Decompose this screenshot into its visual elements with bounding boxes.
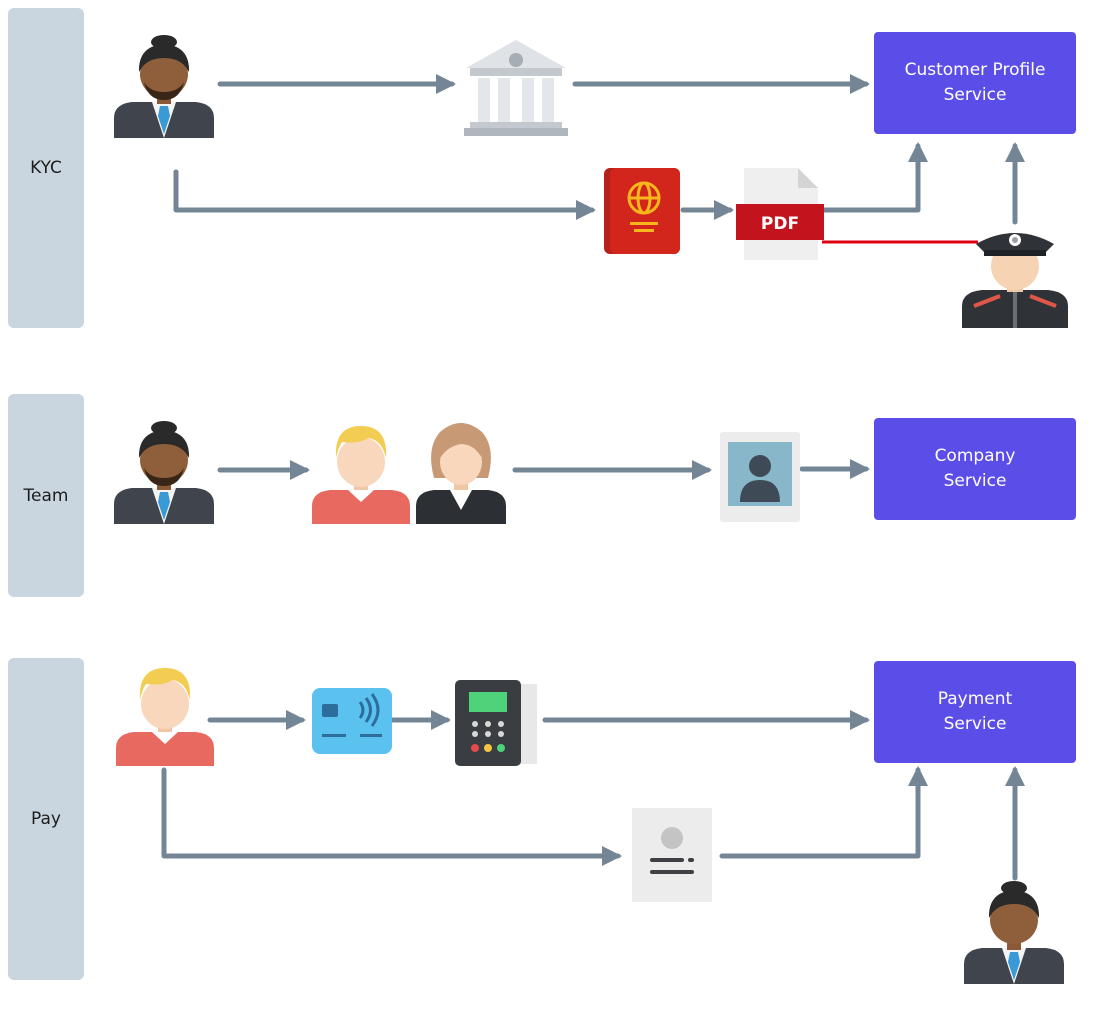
employee-man-icon bbox=[312, 426, 410, 524]
customer-icon bbox=[116, 668, 214, 766]
payment-terminal-icon bbox=[455, 680, 537, 766]
lane-label: Team bbox=[23, 485, 69, 506]
employee-woman-icon bbox=[416, 423, 506, 524]
lane-team: Team bbox=[8, 394, 84, 597]
business-owner-icon bbox=[114, 421, 214, 524]
payment-service[interactable]: Payment Service bbox=[874, 661, 1076, 763]
business-owner-icon bbox=[114, 35, 214, 138]
compliance-officer-icon bbox=[962, 233, 1068, 328]
lane-pay: Pay bbox=[8, 658, 84, 980]
lane-label: KYC bbox=[30, 158, 62, 178]
service-title: Customer Profile bbox=[904, 60, 1046, 80]
service-title: Company bbox=[934, 446, 1016, 466]
agent-icon bbox=[964, 881, 1064, 984]
customer-profile-service[interactable]: Customer Profile Service bbox=[874, 32, 1076, 134]
service-subtitle: Service bbox=[943, 471, 1007, 491]
service-subtitle: Service bbox=[943, 85, 1007, 105]
pdf-document-icon: PDF bbox=[736, 168, 824, 260]
passport-icon bbox=[604, 168, 680, 254]
arrow-owner-to-passport bbox=[173, 169, 596, 220]
service-subtitle: Service bbox=[943, 714, 1007, 734]
arrow-receipt-to-payment bbox=[719, 766, 928, 859]
pdf-label: PDF bbox=[761, 214, 799, 234]
receipt-document-icon bbox=[632, 808, 712, 902]
lane-label: Pay bbox=[31, 809, 61, 829]
service-title: Payment bbox=[937, 689, 1013, 709]
lane-kyc: KYC bbox=[8, 8, 84, 328]
bank-icon bbox=[464, 40, 568, 136]
arrow-customer-to-receipt bbox=[161, 767, 622, 866]
photo-id-icon bbox=[720, 432, 800, 522]
arrow-pdf-to-customer-profile bbox=[819, 142, 928, 213]
credit-card-icon bbox=[312, 688, 392, 754]
company-service[interactable]: Company Service bbox=[874, 418, 1076, 520]
